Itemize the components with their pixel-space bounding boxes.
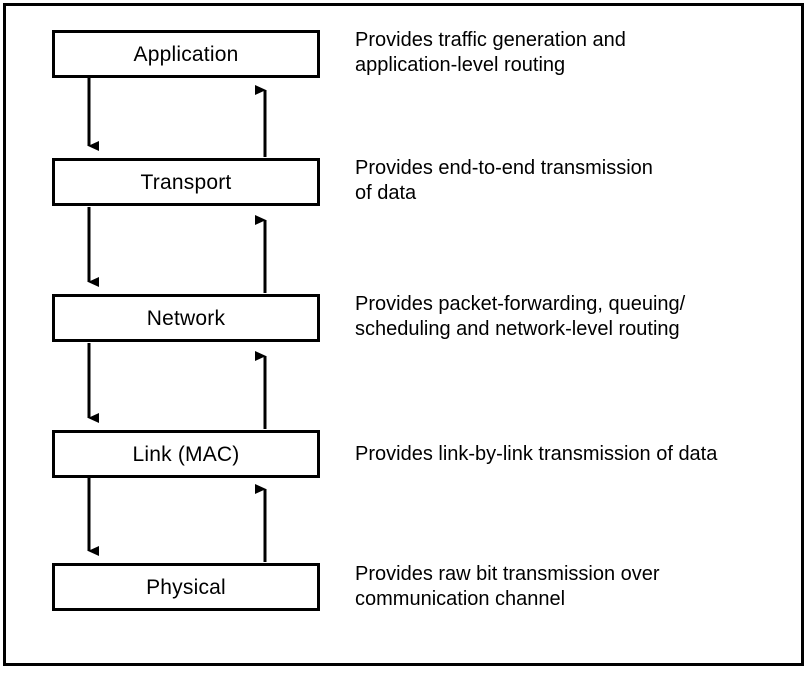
layer-description-transport: Provides end-to-end transmission of data [355,157,653,204]
figure-border [3,3,804,666]
layer-box-physical: Physical [52,563,320,611]
layer-description-physical: Provides raw bit transmission over commu… [355,563,660,610]
layer-box-network: Network [52,294,320,342]
layer-description-link-mac: Provides link-by-link transmission of da… [355,443,718,465]
layer-label-application: Application [133,42,239,66]
layer-box-transport: Transport [52,158,320,206]
layer-label-network: Network [146,306,226,330]
layer-label-link-mac: Link (MAC) [132,442,240,466]
layer-label-physical: Physical [146,575,226,599]
layer-label-transport: Transport [140,170,232,194]
layer-box-link-mac: Link (MAC) [52,430,320,478]
layer-box-application: Application [52,30,320,78]
layer-description-application: Provides traffic generation and applicat… [355,29,626,76]
layer-description-network: Provides packet-forwarding, queuing/ sch… [355,293,686,340]
